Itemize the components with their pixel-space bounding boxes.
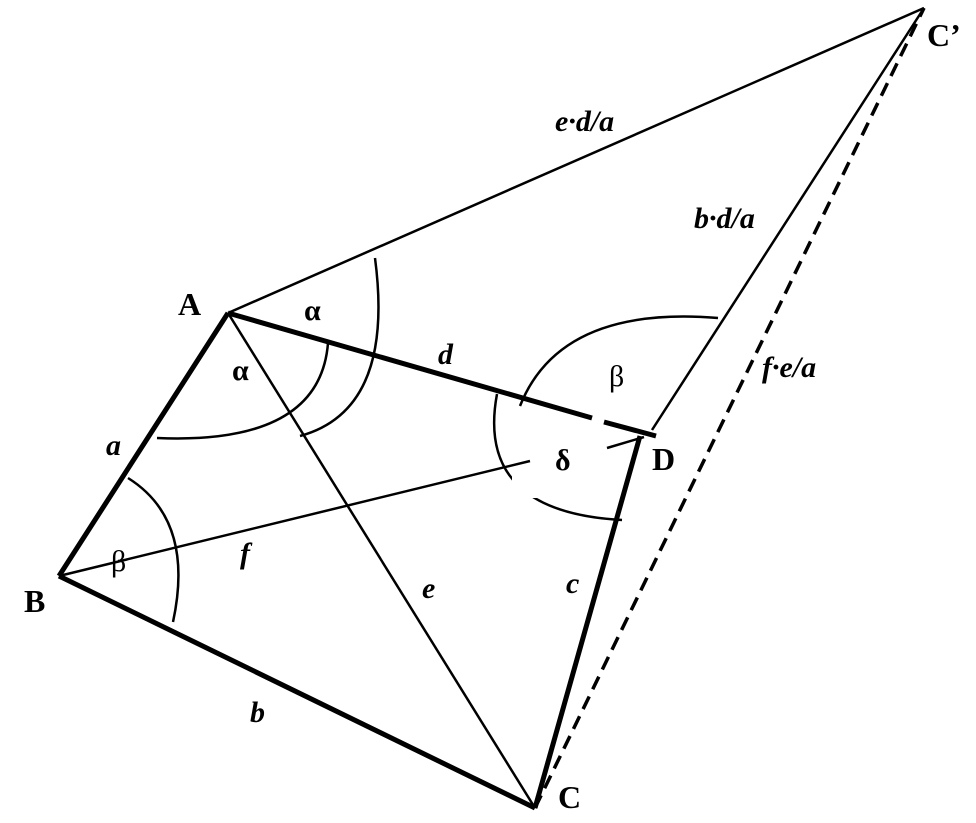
- angle-delta-arc-gap: [512, 470, 546, 498]
- side-label-b: b: [250, 696, 265, 729]
- segment-ed-over-a-line: [227, 6, 925, 315]
- side-label-f: f: [240, 537, 253, 570]
- angle-label-beta-at-D: β: [609, 360, 624, 393]
- side-label-e: e: [422, 572, 435, 605]
- label-bd-over-a: b·d/a: [694, 202, 755, 235]
- angle-beta-arc-at-D: [518, 315, 719, 407]
- diagonal-f-line: [58, 459, 531, 578]
- angle-label-alpha-top: α: [304, 294, 321, 327]
- side-label-c: c: [566, 567, 579, 600]
- label-fe-over-a: f·e/a: [762, 351, 816, 384]
- side-d-line-end: [603, 419, 657, 439]
- point-label-D: D: [652, 441, 675, 477]
- label-ed-over-a: e·d/a: [555, 105, 614, 138]
- angle-label-alpha-inner: α: [232, 354, 249, 387]
- angle-label-beta-at-B: β: [111, 545, 126, 578]
- point-label-A: A: [178, 286, 201, 322]
- segment-fe-over-a-dashed-line: [533, 7, 926, 809]
- side-label-a: a: [106, 429, 121, 462]
- side-a-line: [56, 311, 231, 578]
- small-tick-at-D: [606, 435, 645, 450]
- angle-beta-arc-at-B: [127, 476, 180, 623]
- point-label-C-prime: C’: [927, 17, 961, 53]
- angle-alpha-arc-outer: [299, 257, 380, 438]
- diagonal-e-line: [226, 312, 537, 809]
- side-c-line: [532, 435, 643, 809]
- side-label-d: d: [438, 338, 454, 371]
- point-label-C: C: [558, 779, 581, 815]
- angle-alpha-arc-inner: [156, 342, 330, 440]
- point-label-B: B: [24, 583, 45, 619]
- angle-label-delta: δ: [555, 444, 571, 477]
- side-d-line: [227, 310, 593, 421]
- segment-bd-over-a-line: [650, 7, 926, 431]
- side-b-line: [57, 573, 537, 811]
